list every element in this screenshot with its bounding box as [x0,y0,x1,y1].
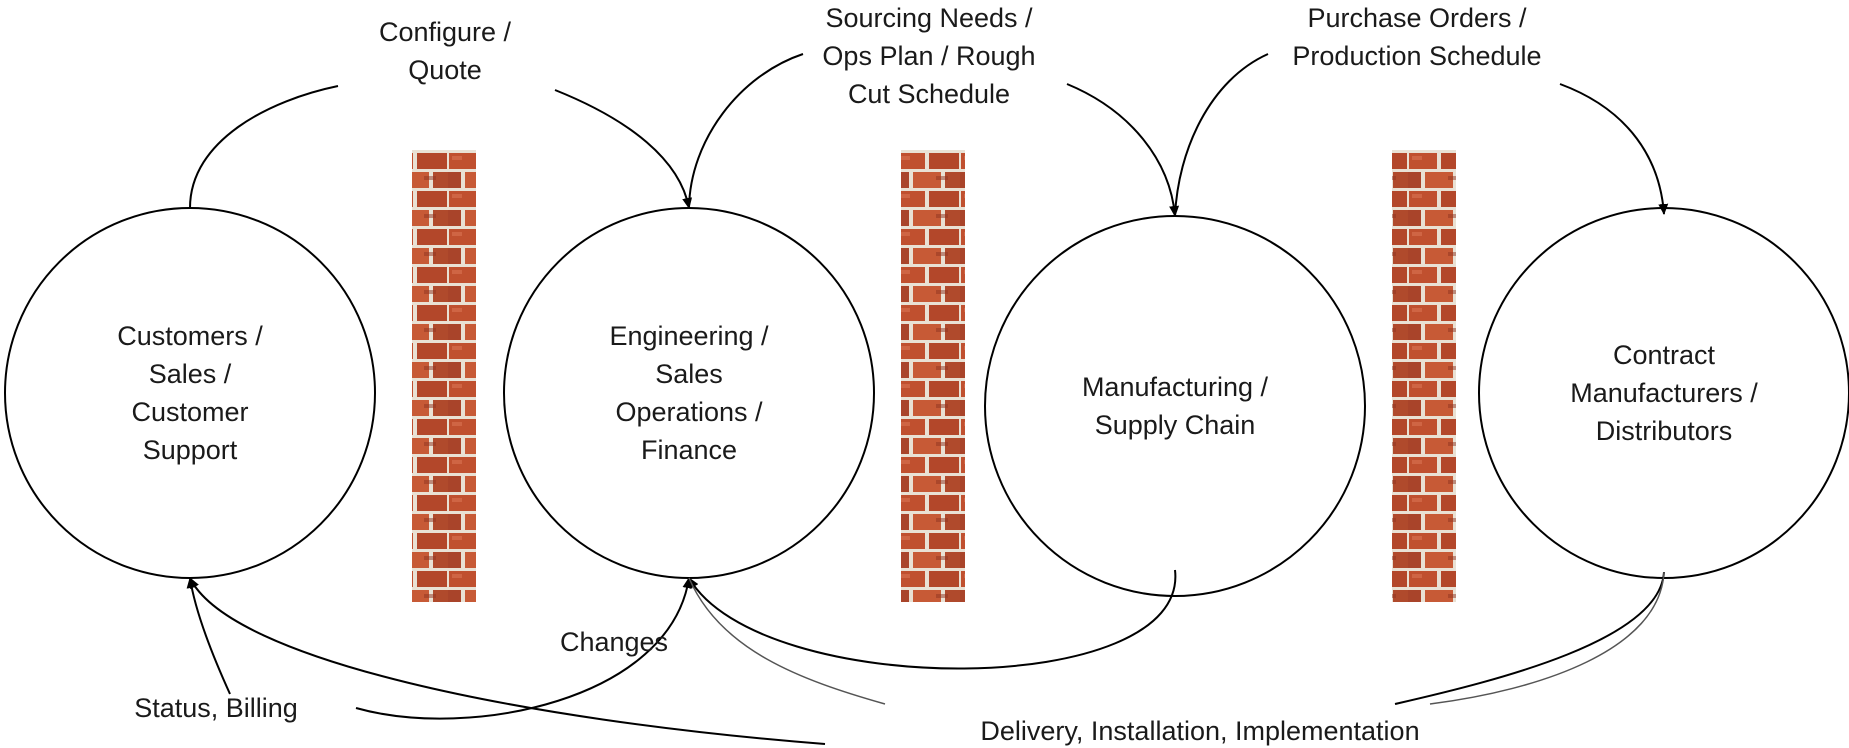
node-circle-engineering [503,207,875,579]
label-line: Customer [131,397,248,427]
node-circle-manufacturing [984,215,1366,597]
edge-delivery-secondary [1429,571,1665,705]
label-line: Delivery, Installation, Implementation [980,716,1419,746]
brick-wall-3 [1392,150,1456,602]
brick-wall-2 [901,150,965,602]
label-line: Manufacturers / [1570,378,1758,408]
edge-changes [355,577,693,720]
label-line: Configure / [379,17,512,47]
label-line: Support [143,435,238,465]
edge-sourcing-right [1066,83,1180,217]
edge-delivery-from-contract [1394,571,1665,705]
label-line: Quote [408,55,482,85]
node-label-manufacturing: Manufacturing / Supply Chain [1082,372,1269,440]
label-line: Manufacturing / [1082,372,1269,402]
edge-sourcing-left [688,53,804,209]
edge-configure-left [189,85,339,209]
edge-delivery-to-customers [189,577,826,745]
edge-status-billing [186,577,231,695]
edge-label-delivery: Delivery, Installation, Implementation [980,716,1419,746]
label-line: Sales [655,359,723,389]
label-line: Sourcing Needs / [825,3,1033,33]
edge-purchase-left [1174,53,1269,217]
label-line: Finance [641,435,737,465]
label-line: Production Schedule [1292,41,1541,71]
edge-delivery-to-engineering [688,577,886,705]
edge-label-changes: Changes [560,627,668,657]
label-line: Cut Schedule [848,79,1010,109]
label-line: Operations / [615,397,763,427]
label-line: Ops Plan / Rough [822,41,1035,71]
label-line: Customers / [117,321,263,351]
brick-wall-1 [412,150,476,602]
node-circle-customers [4,207,376,579]
edge-configure-right [554,89,693,209]
edge-label-status-billing: Status, Billing [134,693,298,723]
label-line: Changes [560,627,668,657]
label-line: Engineering / [609,321,769,351]
label-line: Status, Billing [134,693,298,723]
label-line: Purchase Orders / [1307,3,1527,33]
edge-label-purchase: Purchase Orders / Production Schedule [1292,3,1541,71]
label-line: Sales / [149,359,232,389]
edge-manufacturing-return [688,569,1177,670]
label-line: Supply Chain [1095,410,1256,440]
label-line: Contract [1613,340,1716,370]
edge-purchase-right [1559,83,1669,215]
edge-label-configure-quote: Configure / Quote [379,17,512,85]
label-line: Distributors [1596,416,1733,446]
